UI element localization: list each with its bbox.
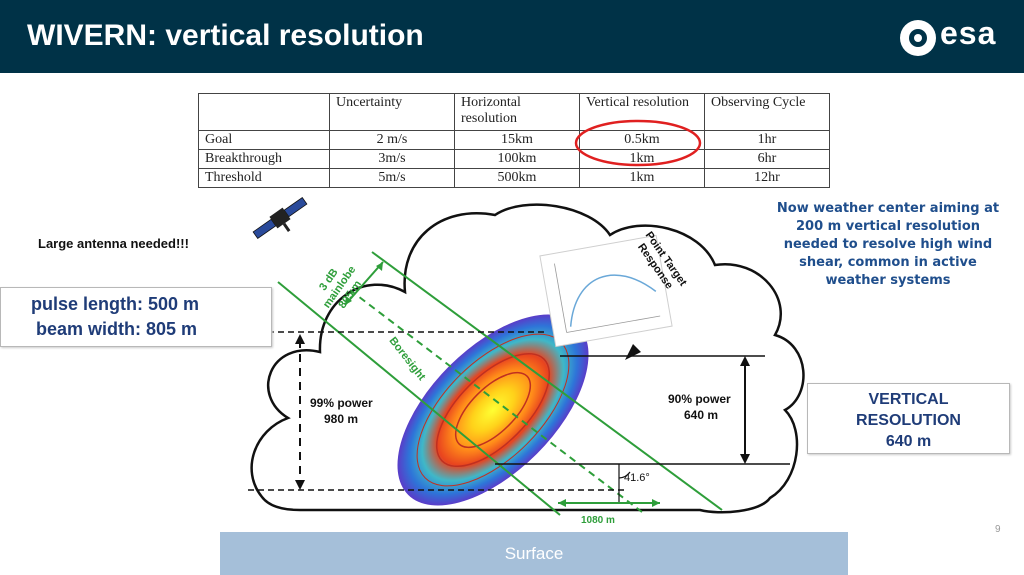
antenna-label: Large antenna needed!!!: [38, 236, 189, 251]
slide-title: WIVERN: vertical resolution: [27, 19, 424, 52]
table-header-row: Uncertainty Horizontal resolution Vertic…: [198, 93, 830, 131]
beam-edge-upper: [371, 251, 723, 511]
beam-edge-lower: [277, 281, 561, 516]
pulse-length-label: pulse length: 500 m: [31, 294, 200, 314]
power99-line: 980 m: [324, 412, 359, 426]
esa-logo: esa: [900, 15, 1010, 58]
table-cell: 12hr: [704, 168, 830, 188]
surface-band: Surface: [220, 532, 848, 575]
esa-logo-text: esa: [940, 15, 997, 51]
power99-label: 99% power 980 m: [310, 395, 373, 427]
highlight-circle: [574, 119, 702, 167]
requirements-table: Uncertainty Horizontal resolution Vertic…: [198, 93, 830, 188]
angle-arc: [618, 471, 631, 479]
power99-line: 99% power: [310, 396, 373, 410]
power90-label: 90% power 640 m: [668, 391, 731, 423]
power90-line: 90% power: [668, 392, 731, 406]
vertical-resolution-box: VERTICAL RESOLUTION 640 m: [807, 383, 1010, 454]
beam-width-label: beam width: 805 m: [36, 319, 198, 339]
width-1080-label: 1080 m: [581, 515, 615, 526]
table-cell: 3m/s: [329, 149, 455, 169]
table-header-cell: Uncertainty: [329, 93, 455, 131]
page-number: 9: [995, 524, 1001, 535]
angle-label: 41.6°: [624, 472, 650, 484]
vertical-resolution-line: 640 m: [885, 433, 932, 450]
table-header-cell: Observing Cycle: [704, 93, 830, 131]
pointer-arrow: [625, 344, 641, 360]
satellite-icon: [252, 196, 308, 240]
weather-center-line: Now weather center aiming at: [776, 201, 1000, 216]
weather-center-line: weather systems: [825, 273, 951, 288]
weather-center-note: Now weather center aiming at 200 m verti…: [752, 200, 1024, 290]
point-target-inset: [539, 234, 673, 348]
vertical-resolution-line: VERTICAL: [868, 391, 949, 408]
table-cell: Breakthrough: [198, 149, 330, 169]
table-cell: 100km: [454, 149, 580, 169]
weather-center-line: 200 m vertical resolution: [795, 219, 981, 234]
table-header-cell: Horizontal resolution: [454, 93, 580, 131]
weather-center-line: needed to resolve high wind: [783, 237, 993, 252]
mainlobe-arrow: [344, 261, 384, 306]
table-cell: 5m/s: [329, 168, 455, 188]
table-cell: 500km: [454, 168, 580, 188]
table-row: Threshold 5m/s 500km 1km 12hr: [198, 168, 830, 188]
pulse-beam-box: pulse length: 500 m beam width: 805 m: [0, 287, 272, 347]
esa-logo-icon: [900, 20, 936, 56]
boresight-line: [349, 289, 643, 513]
table-cell: Threshold: [198, 168, 330, 188]
header-bar: WIVERN: vertical resolution esa: [0, 0, 1024, 73]
power90-line: 640 m: [684, 408, 719, 422]
vertical-resolution-line: RESOLUTION: [856, 412, 961, 429]
table-cell: 1km: [579, 168, 705, 188]
table-header-cell: Vertical resolution: [579, 93, 705, 131]
weather-center-line: shear, common in active: [799, 255, 977, 270]
